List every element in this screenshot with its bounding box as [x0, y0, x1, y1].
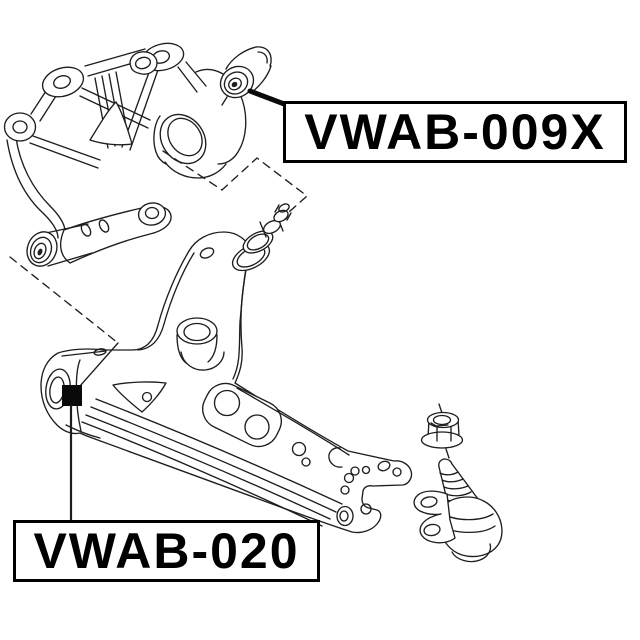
mounting-bracket	[3, 42, 247, 267]
part-number-label: VWAB-020	[33, 523, 300, 579]
arm-stud-and-collar	[231, 203, 292, 272]
square-marker	[62, 385, 82, 406]
part-number-label: VWAB-009X	[304, 104, 606, 160]
control-arm-bushing	[219, 46, 272, 106]
lower-control-arm	[40, 231, 413, 534]
callout-box-vwab-009x: VWAB-009X	[283, 101, 627, 163]
alignment-leader-dashed-top	[162, 150, 308, 213]
ball-joint	[413, 458, 503, 563]
callout-box-vwab-020: VWAB-020	[13, 520, 320, 582]
alignment-leader-dashed-left	[9, 256, 119, 344]
flange-nut	[420, 403, 464, 459]
callout-leader-020	[62, 342, 119, 523]
